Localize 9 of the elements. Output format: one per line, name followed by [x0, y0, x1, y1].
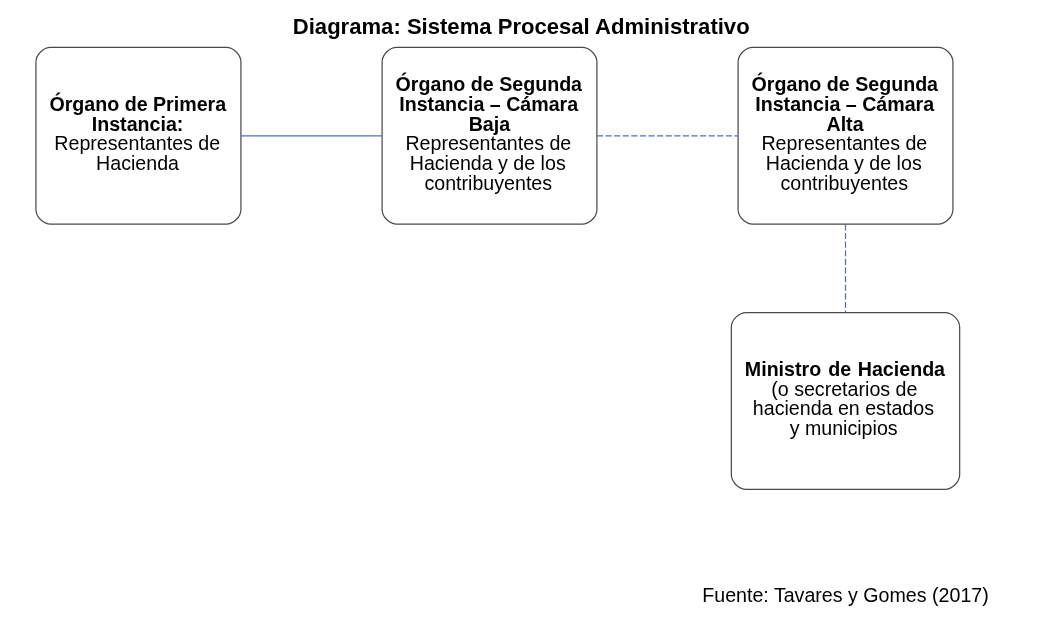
- connector: [595, 135, 738, 137]
- connector: [844, 223, 846, 313]
- diagram-title: Diagrama: Sistema Procesal Administrativo: [292, 14, 750, 40]
- node-box: Órgano de Segunda Instancia – Cámara Baja Representantes de Hacienda y de los contribuyentes: [380, 46, 598, 225]
- node-box: Órgano de Segunda Instancia – Cámara Alta Representantes de Hacienda y de los contribuyentes: [736, 46, 954, 225]
- caption: Fuente: Tavares y Gomes (2017): [701, 584, 989, 607]
- node-box: Órgano de Primera Instancia: Representantes de Hacienda: [34, 46, 242, 225]
- node-box: Ministro de Hacienda (o secretarios de hacienda en estados y municipios: [730, 311, 960, 490]
- connector: [239, 135, 382, 137]
